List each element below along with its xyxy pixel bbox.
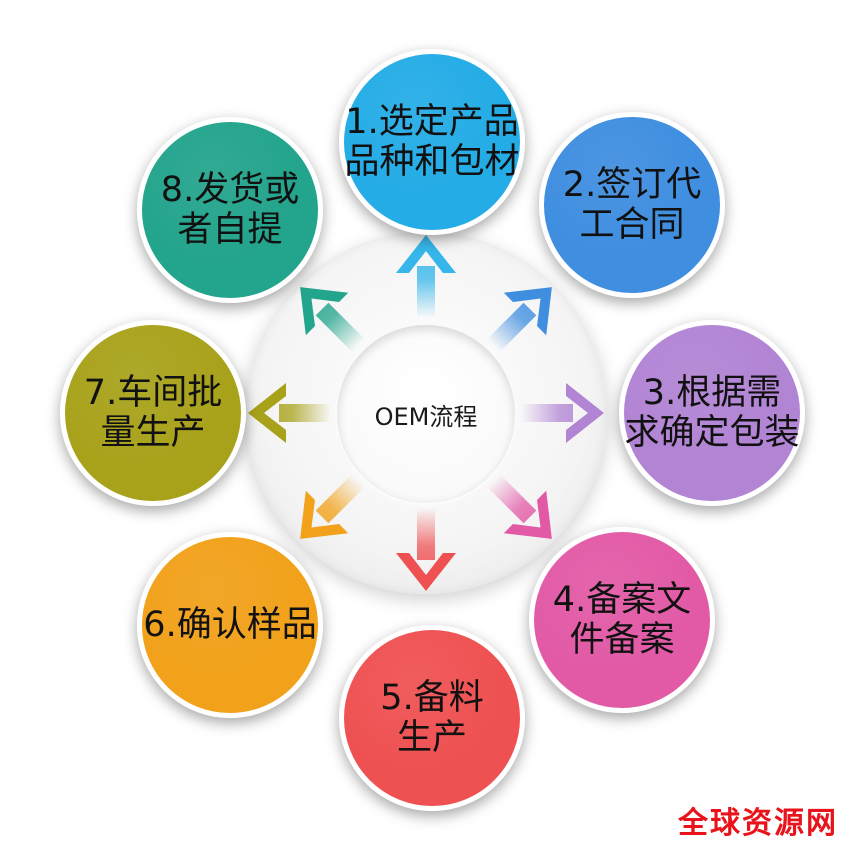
step-8-line1: 8.发货或 — [160, 170, 300, 210]
step-5-line1: 5.备料 — [380, 678, 484, 718]
arrow-3 — [521, 383, 604, 443]
step-4-line2: 件备案 — [569, 620, 675, 660]
arrow-5-head — [396, 553, 456, 591]
watermark-logo: 全球资源网 — [678, 806, 838, 841]
inner-ring — [337, 325, 515, 503]
arrow-7 — [248, 383, 331, 443]
step-6-line1: 6.确认样品 — [143, 605, 317, 645]
arrow-1-head — [396, 235, 456, 273]
arrow-8 — [300, 287, 366, 353]
arrow-7-shaft — [279, 404, 331, 422]
step-5-line2: 生产 — [396, 718, 467, 758]
step-8-circle: 8.发货或 者自提 — [137, 117, 323, 303]
arrow-2 — [486, 287, 552, 353]
step-8-line2: 者自提 — [177, 210, 283, 250]
arrow-6-head — [300, 490, 349, 539]
arrow-2-shaft — [486, 302, 537, 353]
step-4-line1: 4.备案文 — [552, 580, 692, 620]
arrow-3-shaft — [521, 404, 573, 422]
arrow-3-head — [566, 383, 604, 443]
step-3-line2: 求确定包装 — [624, 413, 800, 453]
step-1-circle: 1.选定产品 品种和包材 — [339, 49, 525, 235]
center-label: OEM流程 — [374, 402, 478, 431]
arrow-1-shaft — [417, 266, 435, 318]
arrow-8-head — [300, 287, 349, 336]
step-1-line2: 品种和包材 — [344, 142, 520, 182]
step-6-circle: 6.确认样品 — [137, 532, 323, 718]
arrow-6 — [300, 473, 366, 539]
step-3-line1: 3.根据需 — [642, 373, 782, 413]
step-7-line1: 7.车间批 — [83, 373, 223, 413]
step-5-circle: 5.备料 生产 — [339, 625, 525, 811]
step-7-line2: 量生产 — [100, 413, 206, 453]
step-1-line1: 1.选定产品 — [345, 102, 519, 142]
arrow-8-shaft — [315, 302, 366, 353]
arrow-5-shaft — [417, 508, 435, 560]
arrow-6-shaft — [315, 473, 366, 524]
step-2-line1: 2.签订代 — [562, 165, 702, 205]
arrow-2-head — [503, 287, 552, 336]
step-4-circle: 4.备案文 件备案 — [529, 527, 715, 713]
step-2-circle: 2.签订代 工合同 — [539, 112, 725, 298]
arrow-1 — [396, 235, 456, 318]
arrow-7-head — [248, 383, 286, 443]
arrow-4-shaft — [486, 473, 537, 524]
step-2-line2: 工合同 — [579, 205, 685, 245]
step-7-circle: 7.车间批 量生产 — [60, 320, 246, 506]
arrow-4-head — [503, 490, 552, 539]
step-3-circle: 3.根据需 求确定包装 — [619, 320, 805, 506]
arrow-5 — [396, 508, 456, 591]
arrow-4 — [486, 473, 552, 539]
